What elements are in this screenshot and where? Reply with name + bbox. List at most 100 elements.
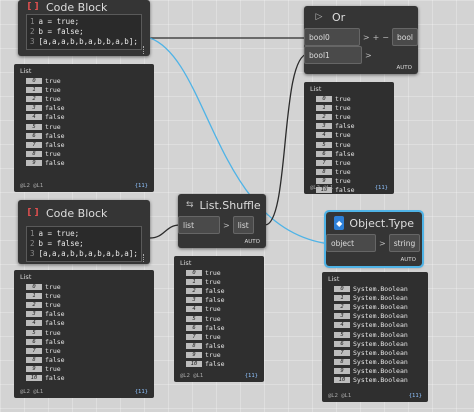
output-port-bool[interactable]: bool	[391, 28, 418, 46]
output-port[interactable]	[143, 254, 146, 262]
list-index: 1	[186, 278, 202, 285]
list-index: 4	[334, 322, 350, 329]
list-index: 4	[26, 320, 42, 327]
list-index: 10	[186, 361, 202, 368]
list-index: 7	[316, 159, 332, 166]
lacing-indicator[interactable]: AUTO	[244, 239, 260, 245]
list-index: 9	[186, 352, 202, 359]
code-block-icon: [ ]	[27, 2, 39, 12]
lacing-indicator[interactable]: AUTO	[396, 65, 412, 71]
list-index: 5	[334, 331, 350, 338]
list-shuffle-node[interactable]: ⇆ List.Shuffle list > list AUTO	[178, 194, 266, 248]
list-index: 8	[26, 151, 42, 158]
output-port[interactable]	[143, 46, 146, 54]
list-value: System.Boolean	[353, 330, 408, 339]
input-port-object[interactable]: object	[326, 234, 376, 252]
or-node[interactable]: ▷ Or bool0 > + − bool bool1 > AUTO	[304, 6, 418, 74]
list-value: false	[45, 140, 65, 149]
list-value: false	[205, 286, 225, 295]
list-value: true	[335, 168, 351, 177]
list-index: 9	[316, 178, 332, 185]
list-value: true	[335, 112, 351, 121]
list-index: 2	[26, 301, 42, 308]
list-index: 10	[334, 377, 350, 384]
list-index: 7	[26, 347, 42, 354]
list-index: 7	[186, 333, 202, 340]
list-value: true	[45, 76, 61, 85]
list-index: 1	[316, 104, 332, 111]
cube-icon: ◆	[334, 216, 345, 230]
input-port-bool1[interactable]: bool1	[304, 46, 362, 64]
list-value: System.Boolean	[353, 312, 408, 321]
list-index: 0	[186, 269, 202, 276]
list-value: true	[205, 314, 221, 323]
list-index: 6	[26, 338, 42, 345]
list-value: true	[45, 346, 61, 355]
output-port-string[interactable]: string	[388, 234, 421, 252]
shuffle-icon: ⇆	[186, 200, 194, 210]
list-value: System.Boolean	[353, 339, 408, 348]
list-value: true	[45, 365, 61, 374]
list-index: 6	[334, 340, 350, 347]
list-index: 9	[26, 160, 42, 167]
remove-input-button[interactable]: −	[382, 32, 389, 42]
add-input-button[interactable]: +	[372, 32, 380, 42]
output-port-list[interactable]: list	[232, 216, 254, 234]
list-index: 8	[26, 357, 42, 364]
list-value: true	[205, 268, 221, 277]
list-index: 3	[334, 313, 350, 320]
list-index: 3	[186, 297, 202, 304]
lacing-indicator[interactable]: AUTO	[400, 257, 416, 263]
list-index: 4	[186, 306, 202, 313]
chevron-right-icon: >	[362, 32, 370, 42]
input-port-bool0[interactable]: bool0	[304, 28, 360, 46]
code-block-icon: [ ]	[27, 208, 39, 218]
list-index: 0	[26, 77, 42, 84]
object-type-node[interactable]: ◆ Object.Type object > string AUTO	[324, 210, 424, 268]
list-index: 2	[186, 287, 202, 294]
list-value: System.Boolean	[353, 376, 408, 385]
node-title: List.Shuffle	[199, 198, 261, 212]
list-value: false	[45, 310, 65, 319]
list-index: 5	[26, 329, 42, 336]
list-index: 7	[26, 141, 42, 148]
list-index: 10	[316, 187, 332, 194]
chevron-right-icon: >	[223, 220, 230, 230]
list-value: false	[335, 186, 355, 195]
list-index: 9	[26, 366, 42, 373]
list-value: false	[45, 159, 65, 168]
list-index: 3	[316, 123, 332, 130]
input-port-list[interactable]: list	[178, 216, 220, 234]
list-index: 6	[186, 324, 202, 331]
